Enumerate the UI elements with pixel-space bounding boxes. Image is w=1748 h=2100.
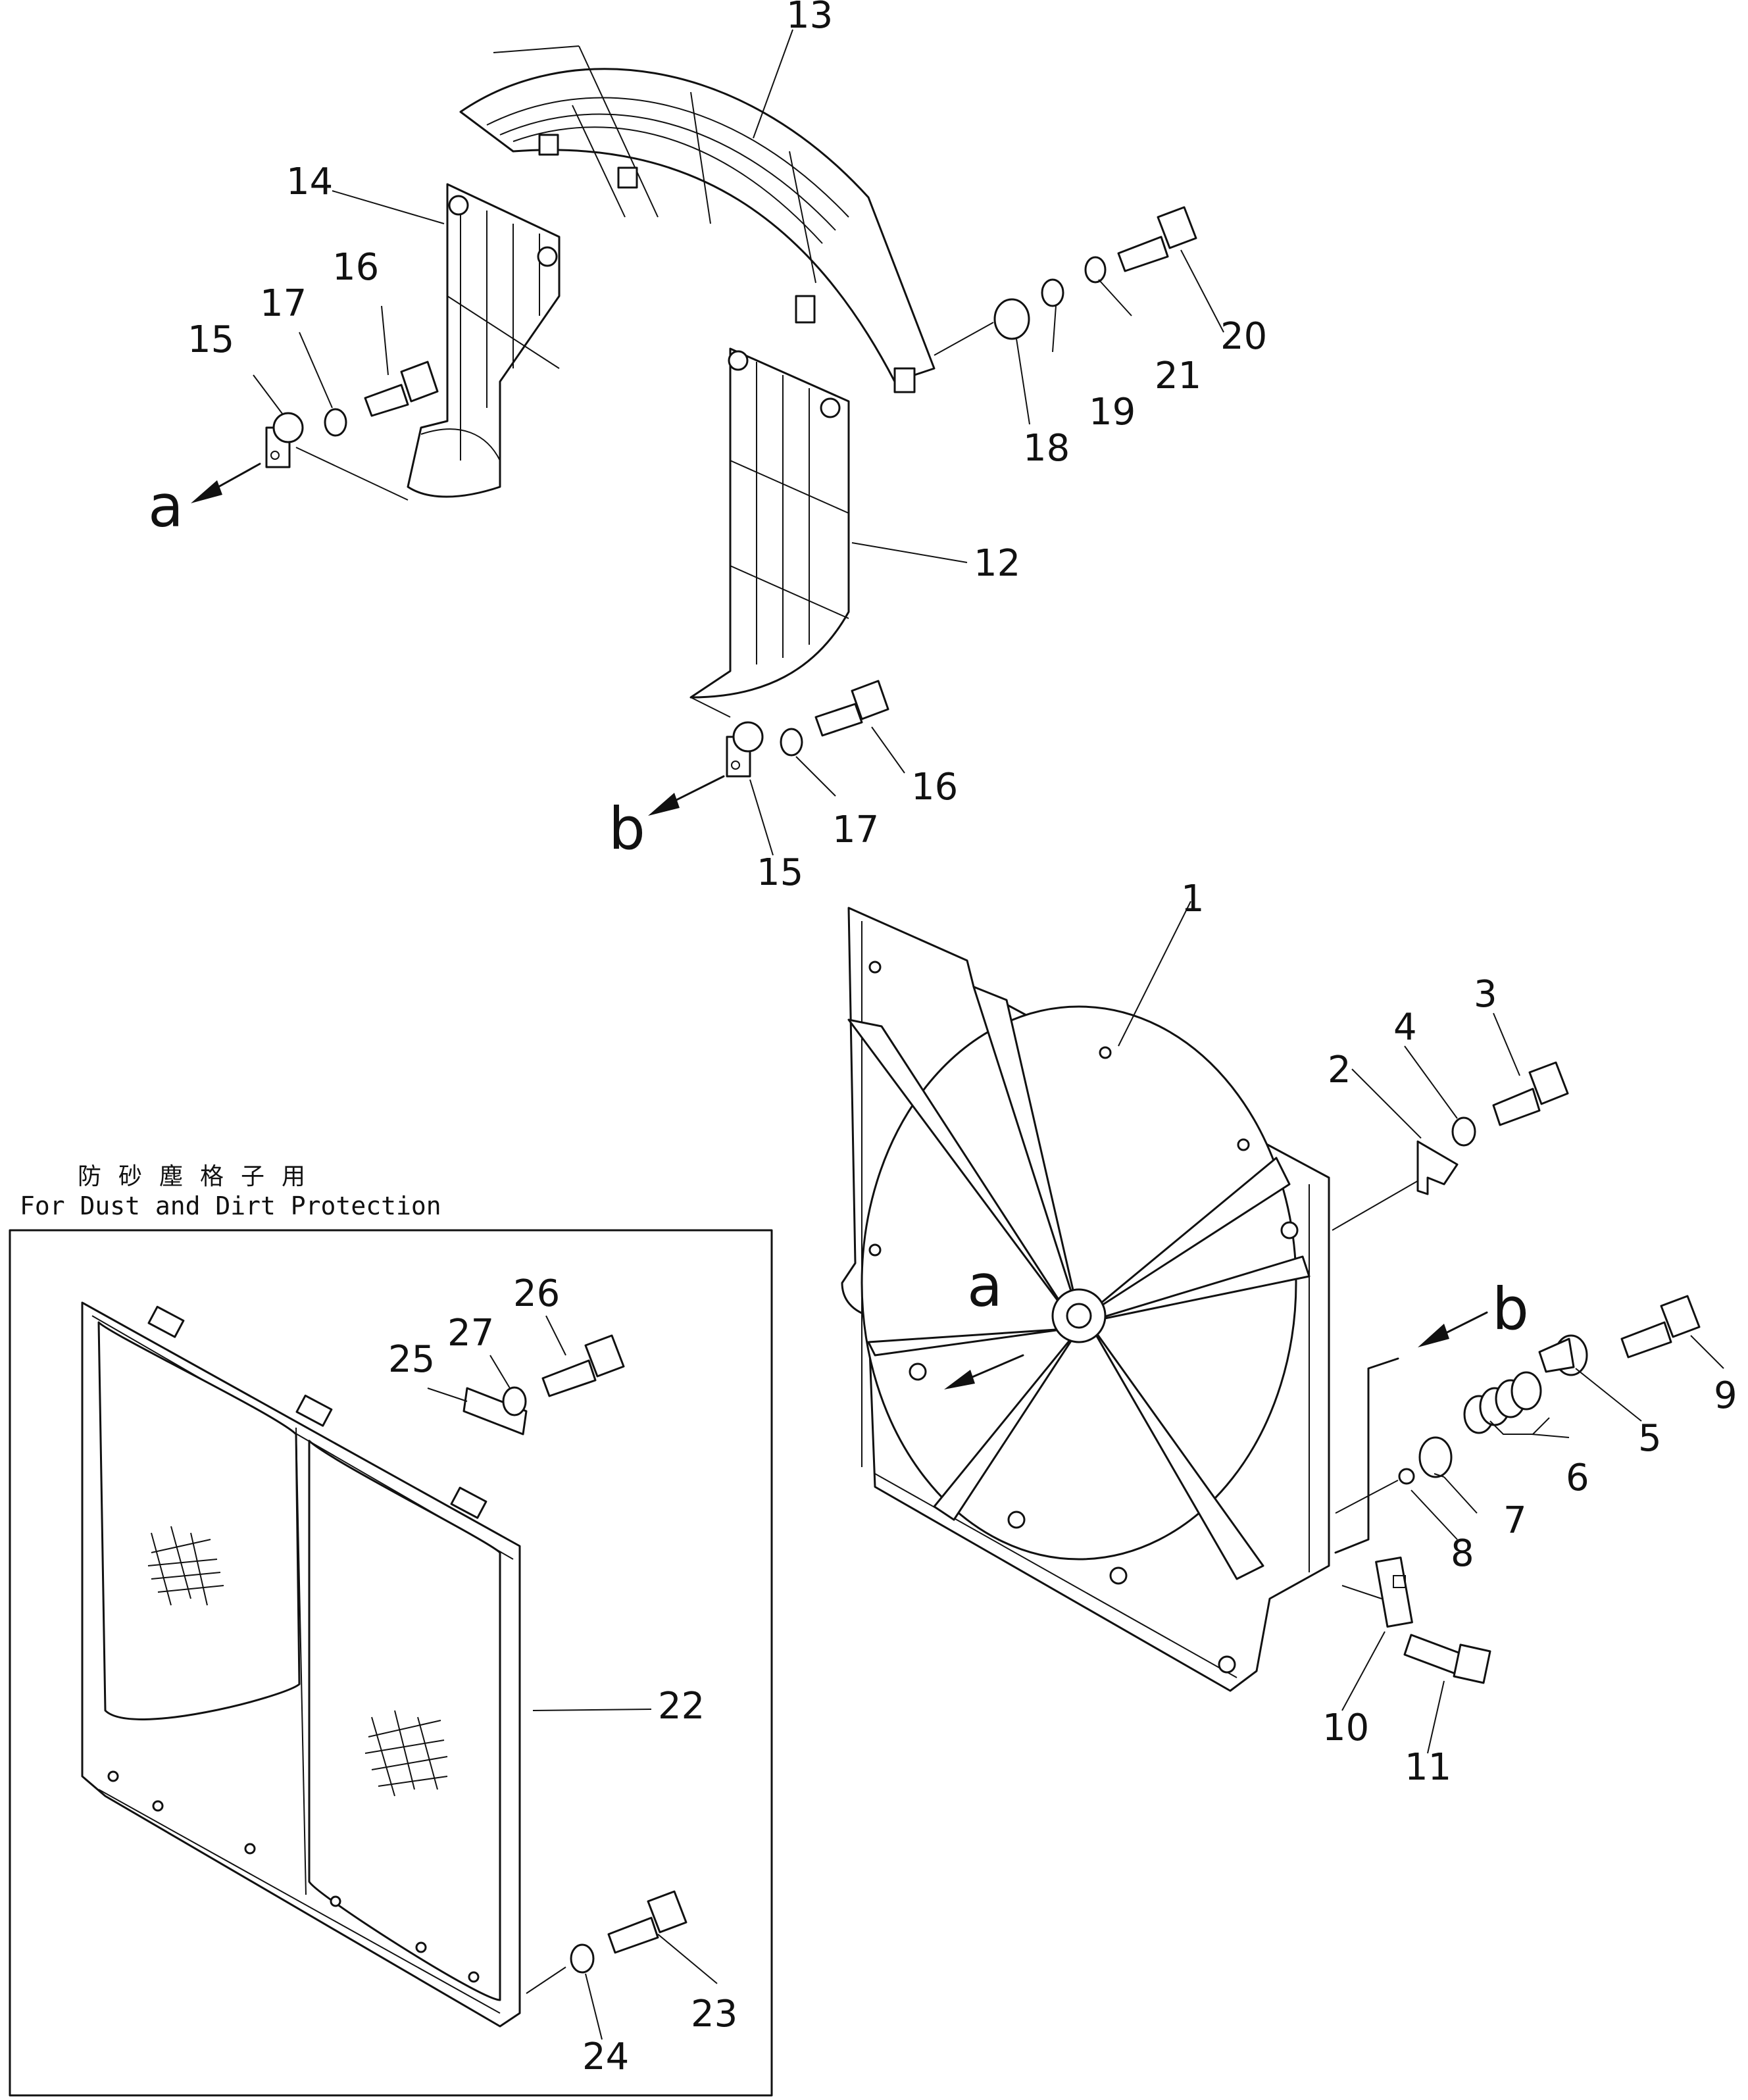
- inset-caption-jp: 防砂塵格子用: [78, 1163, 322, 1190]
- callout-27: 27: [447, 1312, 494, 1355]
- callout-13: 13: [786, 0, 833, 37]
- bolt-16-upper: [364, 361, 439, 417]
- washer-17-lower: [780, 728, 803, 757]
- bolt-16-lower: [814, 680, 889, 737]
- callout-1: 1: [1181, 878, 1205, 920]
- bushing-18: [993, 298, 1030, 340]
- callout-4: 4: [1393, 1006, 1417, 1049]
- dust-screen-22: [81, 1301, 521, 2028]
- bolt-26: [541, 1334, 625, 1397]
- callout-26: 26: [513, 1272, 560, 1315]
- view-arrow-b: b: [609, 775, 725, 863]
- callout-7: 7: [1503, 1499, 1527, 1542]
- washer-21: [1084, 256, 1107, 284]
- clamp-15-upper: [265, 412, 304, 468]
- callout-25: 25: [388, 1338, 435, 1381]
- pin-5: [1538, 1334, 1588, 1376]
- inset-panel: 防砂塵格子用 For Dust and Dirt Protection: [9, 1163, 773, 2097]
- callouts: 13 14 15 17 16 20 21 19 18 12 16 17 15 1…: [187, 0, 1737, 2078]
- clamp-15-lower: [726, 721, 764, 778]
- inset-caption-en: For Dust and Dirt Protection: [20, 1191, 441, 1220]
- bolt-3: [1492, 1061, 1569, 1126]
- view-letter-b-frame: b: [1492, 1275, 1529, 1343]
- side-guard-14: [407, 183, 561, 498]
- callout-15-lower: 15: [757, 851, 803, 894]
- callout-9: 9: [1714, 1374, 1737, 1417]
- bracket-2: [1416, 1140, 1459, 1195]
- springs-6: [1463, 1371, 1542, 1434]
- callout-16-lower: 16: [911, 766, 958, 809]
- view-arrow-a: a: [148, 463, 261, 540]
- callout-6: 6: [1566, 1457, 1589, 1499]
- bolt-23: [607, 1890, 687, 1954]
- side-guard-12: [689, 347, 850, 699]
- fan-shroud-1: [841, 907, 1330, 1692]
- callout-14: 14: [286, 161, 333, 203]
- callout-10: 10: [1322, 1707, 1369, 1749]
- callout-8: 8: [1451, 1532, 1474, 1575]
- callout-17-lower: 17: [832, 809, 879, 851]
- callout-12: 12: [974, 542, 1020, 585]
- clip-8: [1398, 1468, 1415, 1485]
- bracket-10: [1375, 1556, 1413, 1628]
- callout-3: 3: [1474, 973, 1497, 1016]
- callout-17-upper: 17: [260, 282, 307, 325]
- bolt-9: [1620, 1295, 1701, 1359]
- callout-22: 22: [658, 1685, 705, 1728]
- washer-4: [1451, 1116, 1476, 1147]
- washer-27: [502, 1386, 527, 1416]
- callout-20: 20: [1220, 315, 1267, 358]
- washer-17-upper: [324, 408, 347, 437]
- bolt-11: [1403, 1634, 1491, 1684]
- callout-5: 5: [1638, 1417, 1662, 1460]
- callout-19: 19: [1089, 391, 1136, 434]
- callout-23: 23: [691, 1993, 737, 2036]
- collar-19: [1041, 278, 1064, 307]
- view-arrow-b-frame: b: [1334, 1275, 1529, 1554]
- view-letter-a-frame: a: [967, 1252, 1003, 1320]
- callout-2: 2: [1328, 1049, 1351, 1091]
- callout-21: 21: [1155, 355, 1201, 397]
- view-letter-b: b: [609, 795, 645, 863]
- leader-lines: [253, 29, 1724, 2040]
- view-letter-a: a: [148, 472, 184, 540]
- callout-18: 18: [1023, 427, 1070, 470]
- callout-15-upper: 15: [187, 318, 234, 361]
- assembly-lines-upper: [295, 322, 994, 718]
- line-2: [1332, 1180, 1418, 1231]
- callout-11: 11: [1405, 1746, 1451, 1789]
- washer-7: [1418, 1436, 1453, 1478]
- view-arrow-a-frame: a: [944, 1252, 1024, 1389]
- bolt-20: [1117, 206, 1197, 272]
- callout-16-upper: 16: [332, 246, 379, 289]
- callout-24: 24: [582, 2036, 629, 2078]
- washer-24: [570, 1943, 595, 1974]
- upper-shroud-13: [459, 45, 936, 393]
